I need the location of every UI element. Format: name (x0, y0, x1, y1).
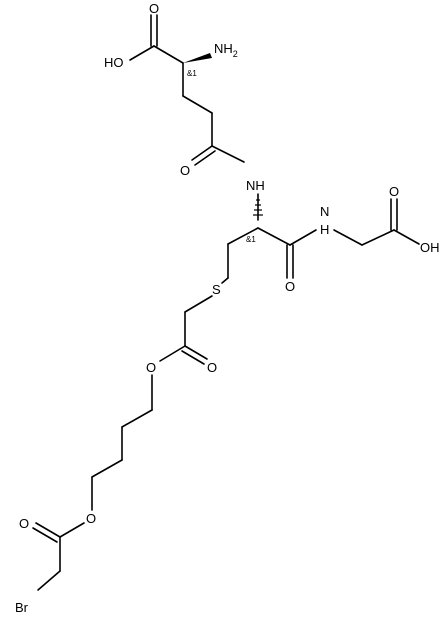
bond-ch2-cooh (361, 229, 395, 246)
bond-o-ester2 (59, 522, 85, 538)
bond-gly-carbonyl-double (390, 198, 398, 231)
atom-nh-amide2-h: H (320, 222, 329, 237)
atom-nh2: NH2 (214, 41, 238, 59)
bond-amide2-double (286, 244, 294, 279)
atom-o-ester2-ether: O (86, 511, 96, 526)
bond-carboxyl-oh (129, 45, 155, 61)
atom-oh-glu: HO (104, 55, 124, 70)
atom-o-glu-carbonyl: O (149, 1, 159, 16)
atom-o-amide1: O (180, 163, 190, 178)
bond-glu-carbonyl-double (150, 14, 158, 47)
bond-ester1-o (159, 345, 186, 362)
bond-co-nh2 (289, 229, 317, 246)
stereo-label-cys: &1 (246, 235, 256, 244)
atom-oh-gly: OH (420, 240, 440, 255)
bond-carboxyl-alpha (153, 45, 184, 64)
bond-cb-s (221, 277, 229, 284)
atom-o-ester1-ether: O (146, 360, 156, 375)
atom-br: Br (15, 600, 29, 615)
atom-nh-amide1: NH (246, 178, 265, 193)
stereo-label-glu: &1 (187, 69, 197, 78)
bond-cd-nh (211, 145, 245, 163)
bond-cys-alpha-cb (227, 227, 259, 245)
bond-ester1-double (181, 345, 208, 365)
atom-o-gly-carbonyl: O (389, 184, 399, 199)
bond-cb-cg (182, 95, 213, 114)
bond-ch2-br (37, 570, 61, 591)
bond-ester2-double (32, 522, 61, 543)
bond-cys-alpha-co (257, 227, 291, 246)
wedge-bond-nh2 (183, 53, 212, 63)
bond-s-ch2 (184, 295, 213, 313)
atom-nh-amide2: N (320, 204, 329, 219)
hash-bond-cys (253, 199, 263, 216)
atom-s: S (212, 282, 221, 297)
atom-o-ester2-carbonyl: O (19, 516, 29, 531)
atom-o-ester1-carbonyl: O (207, 360, 217, 375)
bond-gly-oh (393, 229, 420, 245)
atom-o-amide2: O (285, 279, 295, 294)
bond-nh2-ch2 (333, 229, 363, 246)
bond-c1-c2 (121, 409, 153, 428)
bond-amide1-double (191, 145, 216, 166)
bond-c3-c4 (91, 459, 123, 478)
